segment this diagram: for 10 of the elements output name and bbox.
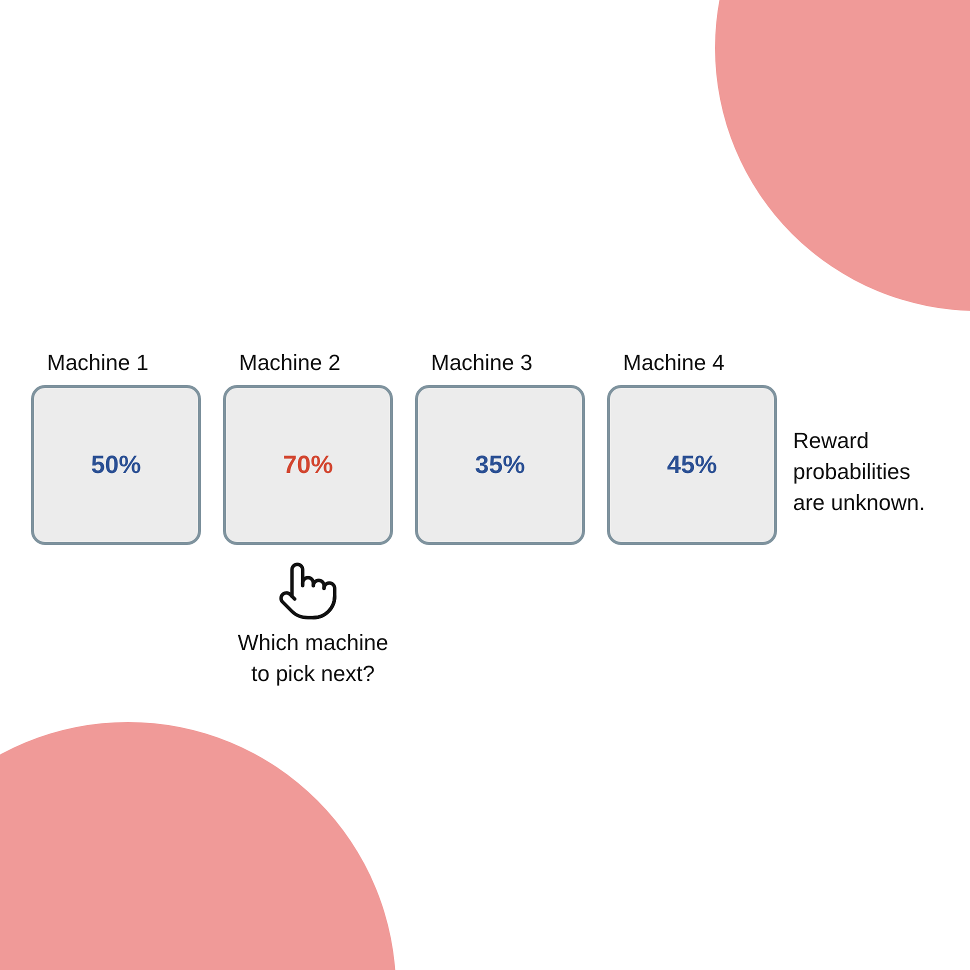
question-text: Which machine to pick next? [236,629,390,688]
probability-value: 70% [282,450,334,480]
note-text: Reward probabilities are unknown. [793,427,926,517]
machine-heading: Machine 1 [47,350,149,376]
probability-value: 35% [474,450,526,480]
machine-heading: Machine 4 [623,350,725,376]
probability-value: 45% [666,450,718,480]
probability-value: 50% [90,450,142,480]
machine-heading: Machine 2 [239,350,341,376]
machine-heading: Machine 3 [431,350,533,376]
